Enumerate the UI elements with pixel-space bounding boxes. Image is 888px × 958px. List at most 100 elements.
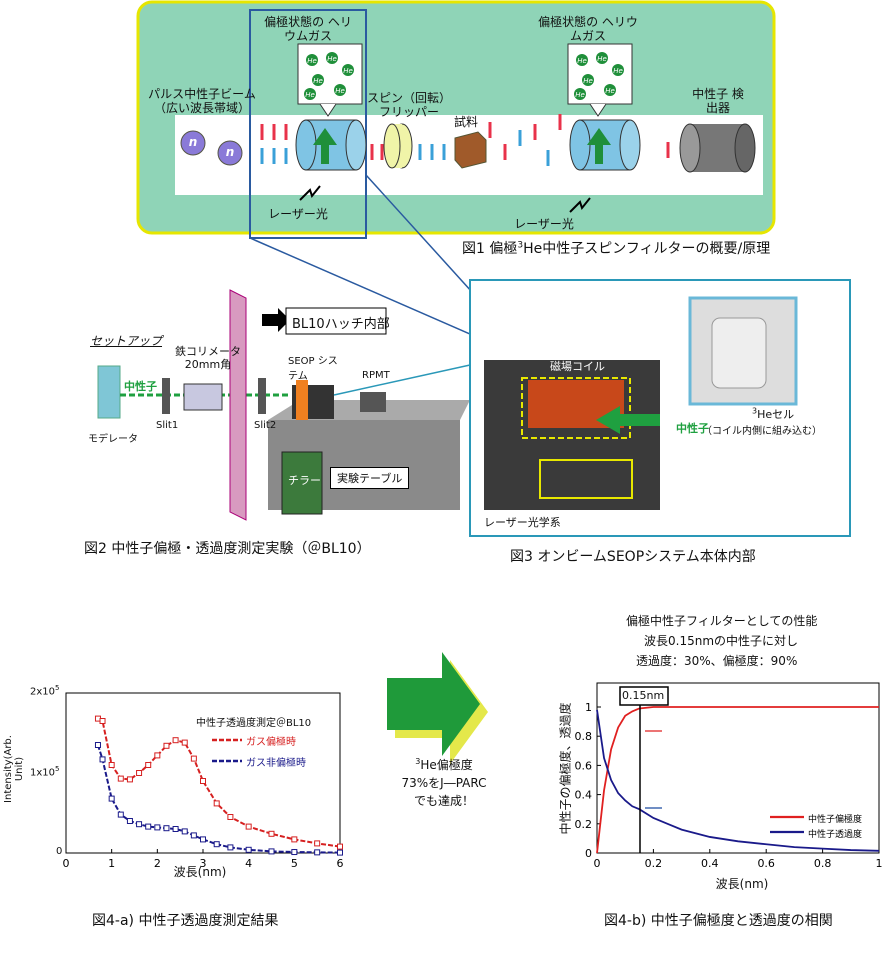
- y-tick-label: 0.6: [575, 759, 593, 772]
- data-point: [213, 800, 220, 807]
- data-point: [227, 844, 234, 851]
- data-point: [145, 823, 152, 830]
- data-point: [190, 832, 197, 839]
- he-cell-1: [295, 119, 367, 171]
- fig3-neutron-label: 中性子: [676, 422, 709, 435]
- cell-label: 3Heセル: [752, 406, 795, 421]
- legend-transmission: 中性子透過度: [808, 830, 863, 840]
- data-point: [200, 836, 206, 843]
- collimator-label: 鉄コリメータ 20mm角: [175, 345, 241, 371]
- y-tick-label: 0: [585, 847, 592, 860]
- data-point: [268, 848, 275, 855]
- he-symbol: He: [575, 91, 585, 99]
- x-tick-label: 0.8: [814, 857, 832, 870]
- table-label: 実験テーブル: [330, 467, 410, 489]
- data-point: [154, 752, 161, 759]
- data-point: [99, 756, 106, 763]
- data-point: [268, 830, 275, 837]
- detector-label: 中性子 検出器: [692, 87, 744, 115]
- he-symbol: He: [335, 87, 345, 95]
- he-symbol: He: [327, 55, 337, 63]
- perf-line3: 透過度：30%、偏極度：90%: [636, 654, 798, 668]
- he-label-2: 偏極状態の ヘリウムガス: [538, 15, 638, 43]
- chart-a-ytick-top: 2x105: [30, 684, 60, 698]
- flipper-label: スピン（回転） フリッパー: [366, 91, 451, 119]
- fig2-caption: 図2 中性子偏極・透過度測定実験（＠BL10）: [84, 541, 371, 557]
- x-tick-label: 0.2: [645, 857, 663, 870]
- he-label-1: 偏極状態の ヘリウムガス: [264, 15, 352, 43]
- chart-a-xlabel: 波長(nm): [173, 865, 227, 879]
- x-tick-label: 0: [594, 857, 601, 870]
- he-symbol: He: [305, 91, 315, 99]
- laser-optics-label: レーザー光学系: [484, 516, 561, 529]
- legend-polarization: 中性子偏極度: [808, 815, 863, 825]
- data-point: [126, 818, 133, 824]
- x-tick-label: 1: [108, 857, 115, 870]
- he-symbol: He: [577, 57, 587, 65]
- y-tick-label: 1: [585, 701, 592, 714]
- optics-highlight: [539, 459, 633, 499]
- series-line: [596, 709, 880, 852]
- he-symbol: He: [313, 77, 323, 85]
- y-tick-label: 0.4: [575, 789, 593, 802]
- data-point: [136, 770, 143, 776]
- spin-flipper: [383, 123, 413, 169]
- coil-highlight: [521, 377, 631, 439]
- data-point: [337, 843, 343, 850]
- neutron-icon-up: [180, 130, 206, 156]
- x-tick-label: 3: [200, 857, 207, 870]
- legend-unpolarized: ガス非偏極時: [246, 758, 306, 769]
- beam-label: パルス中性子ビーム （広い波長帯域）: [148, 87, 256, 115]
- seop-label: SEOP システム: [288, 356, 338, 382]
- data-point: [245, 823, 252, 830]
- polarization-note: 3He偏極度 73%をJ―PARC でも達成！: [401, 757, 487, 808]
- spin-arrows: [260, 114, 670, 166]
- data-point: [94, 742, 101, 748]
- chart-a-ytick-zero: 0: [56, 846, 63, 857]
- marker-label: 0.15nm: [622, 689, 665, 702]
- data-point: [126, 776, 133, 783]
- x-tick-label: 6: [337, 857, 344, 870]
- neutron-symbol-1: n: [188, 135, 198, 149]
- data-point: [172, 826, 179, 832]
- data-point: [117, 811, 124, 818]
- he-symbol: He: [605, 87, 615, 95]
- laser-arrow-2: [569, 197, 591, 213]
- x-tick-label: 4: [245, 857, 252, 870]
- he-symbol: He: [307, 57, 317, 65]
- x-tick-label: 5: [291, 857, 298, 870]
- data-point: [291, 836, 298, 843]
- y-tick-label: 0.2: [575, 818, 593, 831]
- he-symbol: He: [343, 67, 353, 75]
- slit2-label: Slit2: [254, 420, 277, 431]
- he-cell-2: [569, 119, 641, 171]
- data-point: [154, 824, 161, 831]
- chart-a-ytick-mid: 1x105: [30, 765, 60, 779]
- data-point: [136, 821, 143, 828]
- data-point: [172, 737, 179, 744]
- he-symbol: He: [613, 67, 623, 75]
- y-tick-label: 0.8: [575, 730, 593, 743]
- x-tick-label: 0.4: [701, 857, 719, 870]
- data-point: [213, 841, 220, 848]
- he-symbol: He: [583, 77, 593, 85]
- series-line: [596, 706, 879, 854]
- highlight-box: [249, 9, 367, 239]
- he-symbol: He: [597, 55, 607, 63]
- data-point: [291, 849, 298, 856]
- rpmt-label: RPMT: [362, 370, 390, 381]
- perf-line2: 波長0.15nmの中性子に対し: [644, 634, 799, 648]
- fig1-caption: 図1 偏極3He中性子スピンフィルターの概要/原理: [462, 240, 771, 257]
- x-tick-label: 0.6: [757, 857, 775, 870]
- data-point: [117, 775, 124, 782]
- x-tick-label: 2: [154, 857, 161, 870]
- data-point: [108, 762, 115, 768]
- data-point: [163, 825, 170, 832]
- wavelength-marker-box: [619, 686, 669, 706]
- coil-label: 磁場コイル: [550, 360, 605, 373]
- slit1-label: Slit1: [156, 420, 179, 431]
- he-atom-icons: [304, 52, 624, 100]
- data-point: [245, 846, 252, 853]
